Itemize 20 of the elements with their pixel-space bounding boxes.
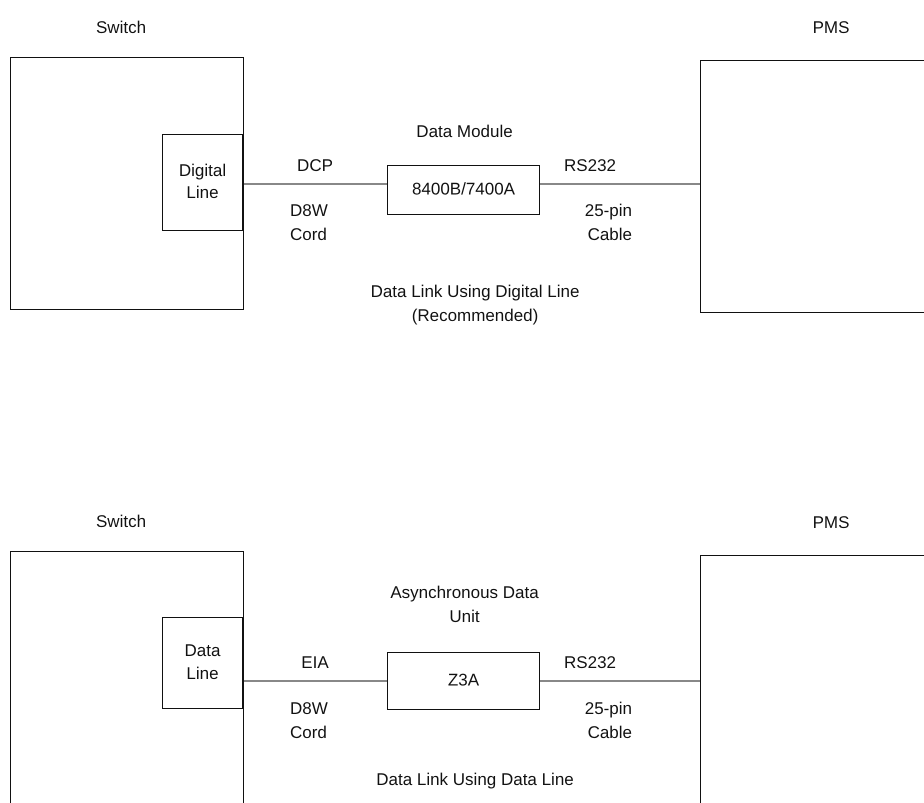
port-box [162, 134, 243, 231]
box-text: Z3A [446, 670, 480, 692]
heading: PMS [812, 513, 850, 533]
connector-line [540, 680, 700, 682]
caption-text: Data Link Using Data Line [375, 769, 575, 791]
cable-label: D8W Cord [290, 200, 329, 246]
heading: Switch [94, 512, 148, 532]
heading: Asynchronous Data Unit [389, 582, 540, 628]
cable-label: 25-pin Cable [584, 200, 632, 246]
box-text: Digital Line [178, 160, 228, 204]
heading: PMS [812, 18, 850, 38]
port-box [162, 617, 243, 709]
caption-text: Data Link Using Digital Line (Recommended) [370, 281, 580, 327]
heading: Data Module [415, 122, 514, 142]
box-text: 8400B/7400A [410, 178, 516, 201]
box-text: Data Line [184, 640, 222, 685]
cable-label: 25-pin Cable [584, 698, 632, 744]
cable-label: D8W Cord [290, 698, 329, 744]
heading: Switch [94, 18, 148, 38]
connector-line [242, 680, 388, 682]
